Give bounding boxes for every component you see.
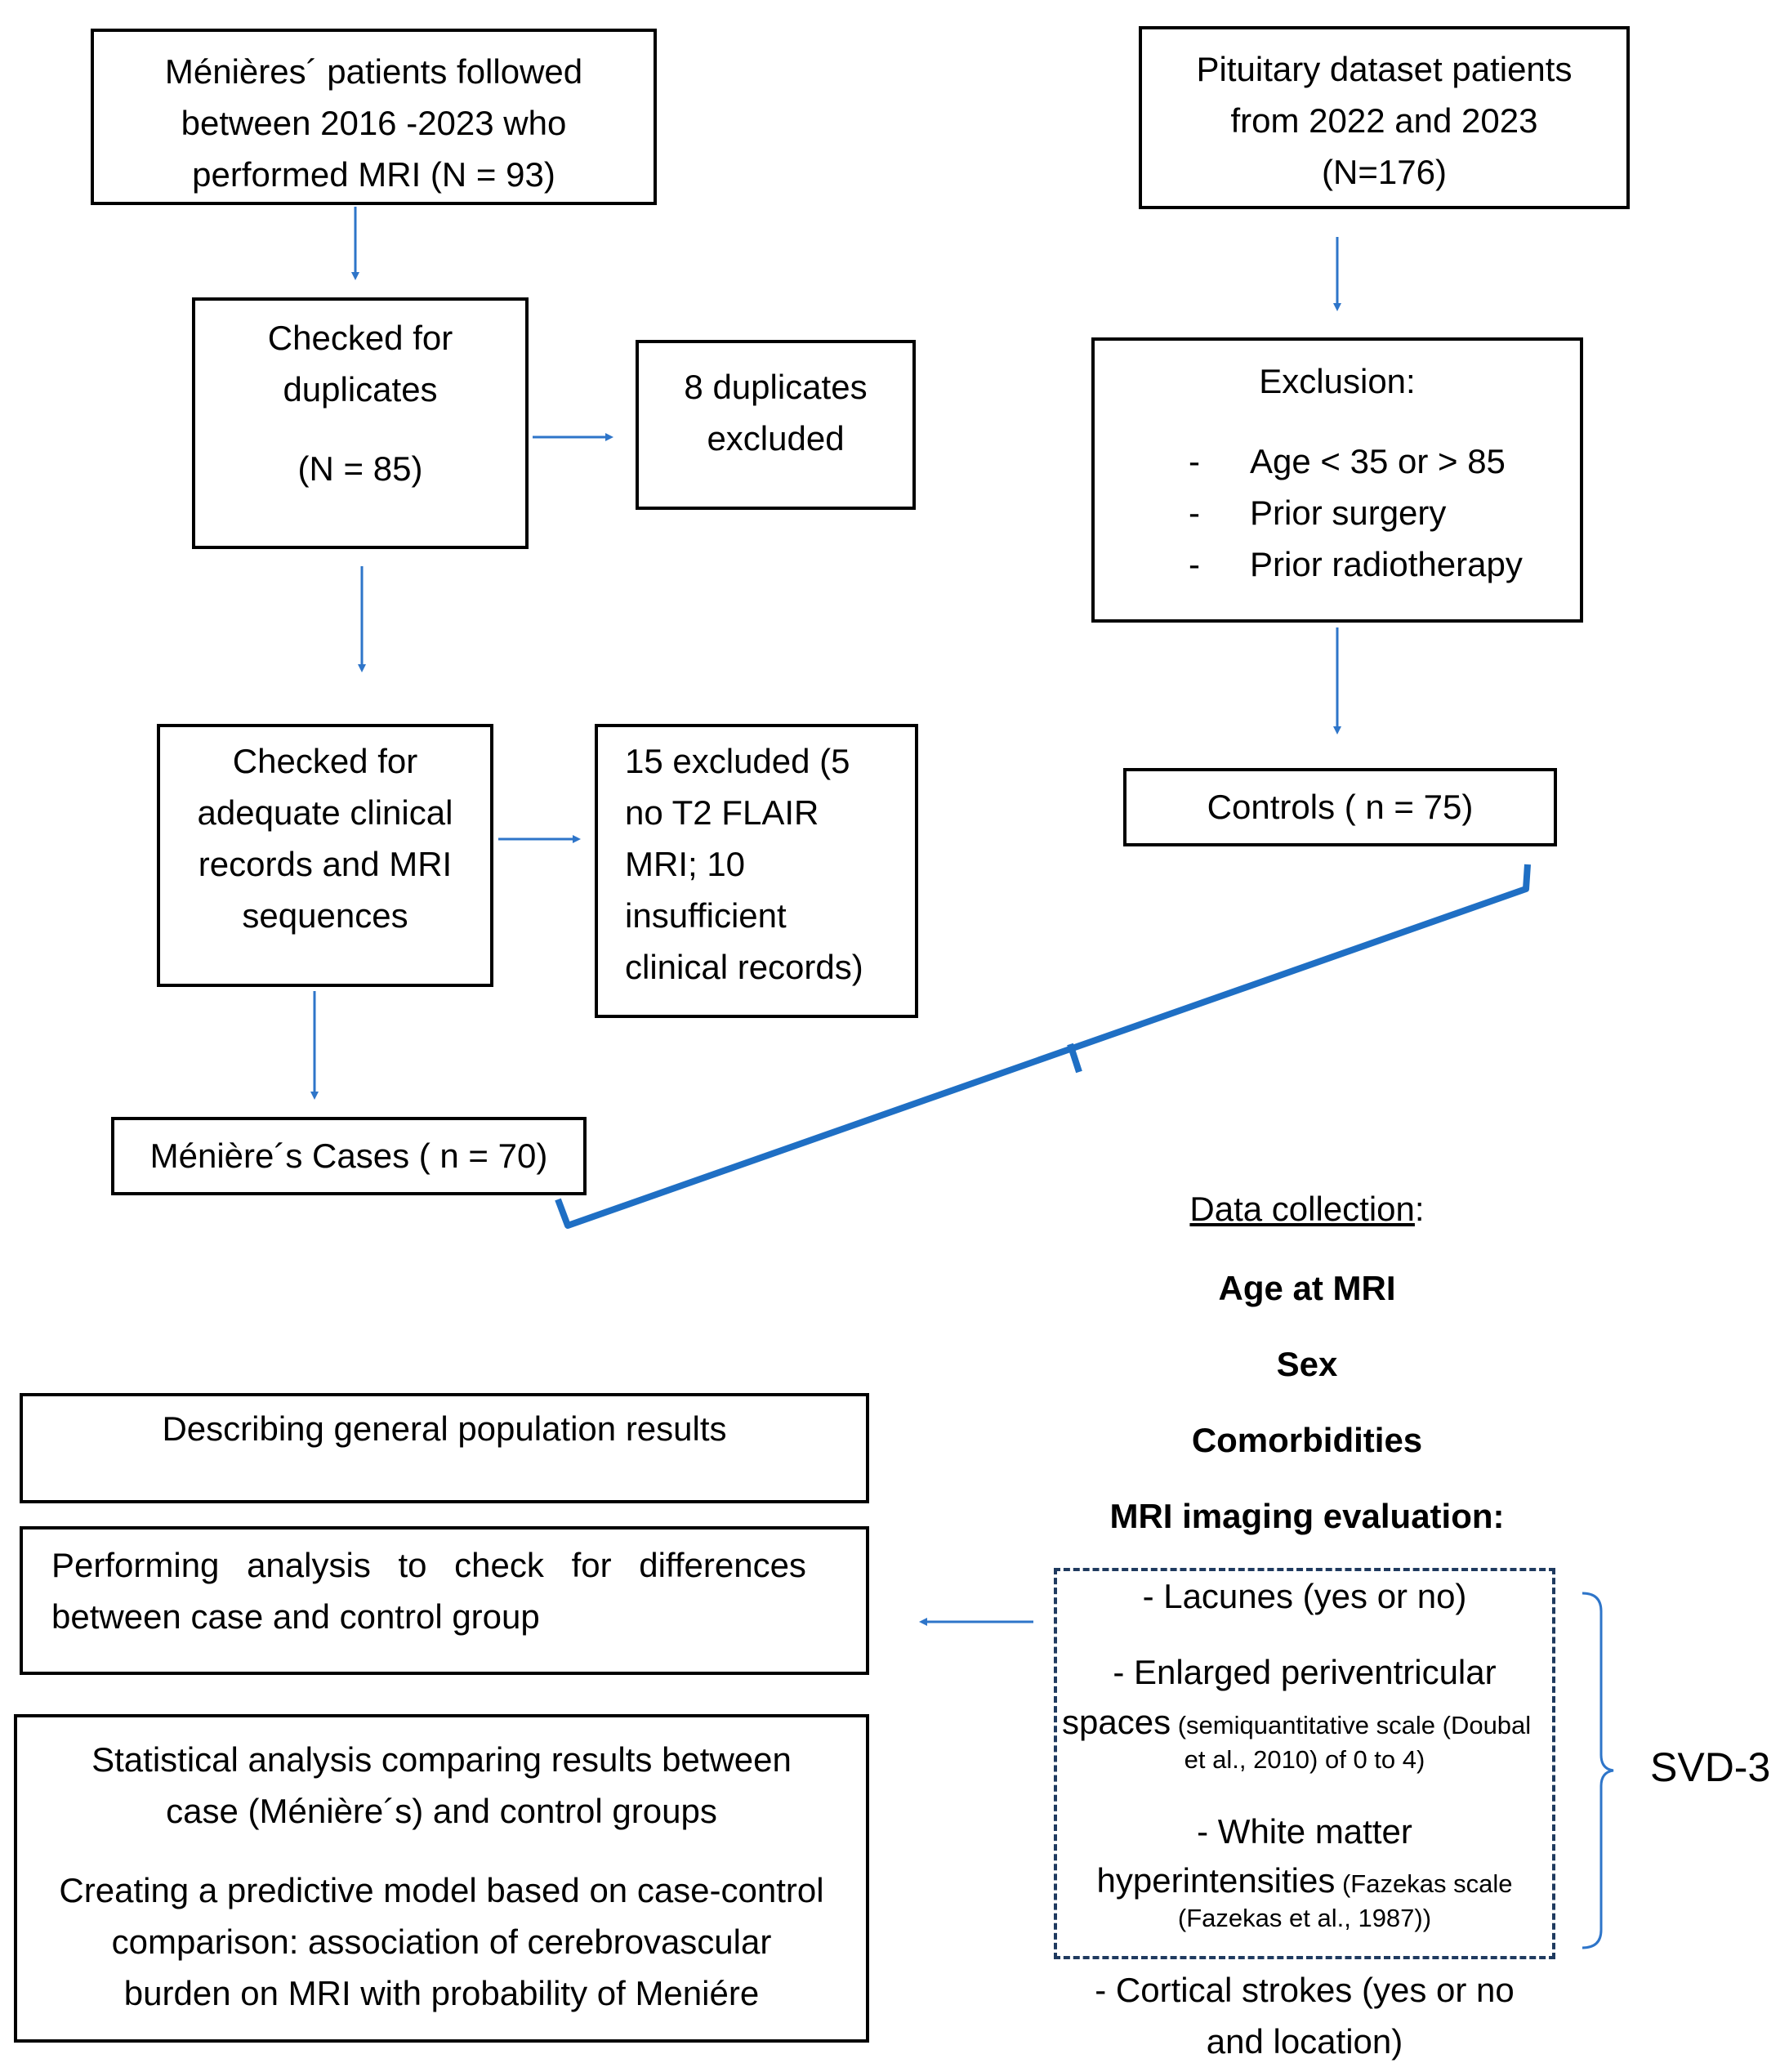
general-population-label: Describing general population results [162, 1409, 727, 1448]
data-item-mri-evaluation: MRI imaging evaluation: [1109, 1497, 1505, 1535]
records-check-line-4: sequences [242, 896, 408, 935]
differences-line-2: between case and control group [51, 1597, 540, 1636]
pituitary-dataset-line-2: from 2022 and 2023 [1230, 101, 1538, 140]
exclusion-title: Exclusion: [1259, 362, 1416, 400]
data-item-comorbidities: Comorbidities [1191, 1421, 1423, 1459]
svd-epvs-line-3: et al., 2010) of 0 to 4) [1184, 1745, 1425, 1774]
records-excluded-line-5: clinical records) [625, 948, 863, 986]
exclusion-criteria-box: Exclusion: - Age < 35 or > 85 - Prior su… [1091, 337, 1583, 623]
svd-brace [1582, 1592, 1614, 1949]
svd-epvs-small-1: (semiquantitative scale (Doubal [1171, 1711, 1532, 1739]
svd-wmh-main: hyperintensities [1096, 1861, 1336, 1900]
menieres-patients-box: Ménières´ patients followed between 2016… [91, 29, 657, 205]
records-excluded-line-3: MRI; 10 [625, 845, 746, 883]
svd-wmh-line-2: hyperintensities (Fazekas scale [1057, 1855, 1552, 1909]
svd-wmh-line-3: (Fazekas et al., 1987)) [1177, 1904, 1432, 1932]
exclusion-bullet-3: - [1189, 545, 1200, 583]
svd-3-label: SVD-3 [1650, 1744, 1771, 1790]
general-population-box: Describing general population results [20, 1393, 869, 1503]
duplicates-excluded-line-1: 8 duplicates [684, 368, 868, 406]
svd-epvs-main: spaces [1062, 1703, 1171, 1741]
controls-box: Controls ( n = 75) [1123, 768, 1557, 846]
exclusion-item-age: Age < 35 or > 85 [1250, 442, 1506, 480]
menieres-cases-box: Ménière´s Cases ( n = 70) [111, 1117, 587, 1195]
differences-line-1: Performing analysis to check for differe… [51, 1546, 806, 1584]
menieres-patients-line-2: between 2016 -2023 who [181, 104, 567, 142]
duplicates-check-box: Checked for duplicates (N = 85) [192, 297, 529, 549]
menieres-patients-line-3: performed MRI (N = 93) [192, 155, 555, 194]
controls-label: Controls ( n = 75) [1207, 788, 1474, 826]
menieres-cases-label: Ménière´s Cases ( n = 70) [149, 1136, 548, 1175]
records-excluded-line-4: insufficient [625, 896, 787, 935]
cases-controls-join-bracket [555, 864, 1531, 1229]
records-check-line-2: adequate clinical [197, 793, 453, 832]
svd-epvs-line-1: - Enlarged periventricular [1113, 1653, 1497, 1691]
duplicates-excluded-box: 8 duplicates excluded [636, 340, 916, 510]
data-collection-title-text: Data collection [1189, 1190, 1415, 1228]
svd-dashed-box [1054, 1568, 1555, 1959]
records-check-box: Checked for adequate clinical records an… [157, 724, 493, 987]
data-item-sex: Sex [1276, 1345, 1338, 1383]
data-collection-title-colon: : [1414, 1190, 1425, 1228]
exclusion-bullet-2: - [1189, 493, 1200, 532]
exclusion-bullet-1: - [1189, 442, 1200, 480]
pituitary-dataset-box: Pituitary dataset patients from 2022 and… [1139, 26, 1630, 209]
predictive-line-2: comparison: association of cerebrovascul… [111, 1922, 772, 1961]
predictive-line-3: burden on MRI with probability of Meniér… [123, 1974, 760, 2012]
statistical-line-1: Statistical analysis comparing results b… [91, 1740, 792, 1779]
svd-epvs-line-2: spaces (semiquantitative scale (Doubal [1062, 1696, 1552, 1751]
records-excluded-line-1: 15 excluded (5 [625, 742, 850, 780]
data-collection-title: Data collection: [1086, 1183, 1528, 1235]
records-check-line-3: records and MRI [198, 845, 453, 883]
svd-wmh-line-1: - White matter [1197, 1812, 1412, 1851]
records-excluded-line-2: no T2 FLAIR [625, 793, 819, 832]
duplicates-check-count: (N = 85) [297, 449, 423, 488]
svd-wmh-small-1: (Fazekas scale [1335, 1869, 1513, 1898]
pituitary-dataset-line-1: Pituitary dataset patients [1196, 50, 1573, 88]
statistical-analysis-box: Statistical analysis comparing results b… [14, 1714, 869, 2043]
exclusion-item-radiotherapy: Prior radiotherapy [1250, 545, 1523, 583]
duplicates-excluded-line-2: excluded [707, 419, 845, 458]
data-item-age: Age at MRI [1218, 1269, 1396, 1307]
differences-analysis-box: Performing analysis to check for differe… [20, 1526, 869, 1675]
pituitary-dataset-line-3: (N=176) [1322, 153, 1447, 191]
records-check-line-1: Checked for [232, 742, 418, 780]
predictive-line-1: Creating a predictive model based on cas… [59, 1871, 824, 1909]
menieres-patients-line-1: Ménières´ patients followed [164, 52, 583, 91]
cortical-strokes-line-2: and location) [1206, 2022, 1403, 2061]
duplicates-check-line-1: Checked for [267, 319, 453, 357]
duplicates-check-line-2: duplicates [283, 370, 438, 409]
cortical-strokes-line-1: - Cortical strokes (yes or no [1095, 1971, 1515, 2009]
records-excluded-box: 15 excluded (5 no T2 FLAIR MRI; 10 insuf… [595, 724, 918, 1018]
statistical-line-2: case (Ménière´s) and control groups [166, 1792, 717, 1830]
join-bracket-tick [1067, 1043, 1082, 1074]
svd-lacunes: - Lacunes (yes or no) [1142, 1577, 1467, 1615]
exclusion-item-surgery: Prior surgery [1250, 493, 1447, 532]
